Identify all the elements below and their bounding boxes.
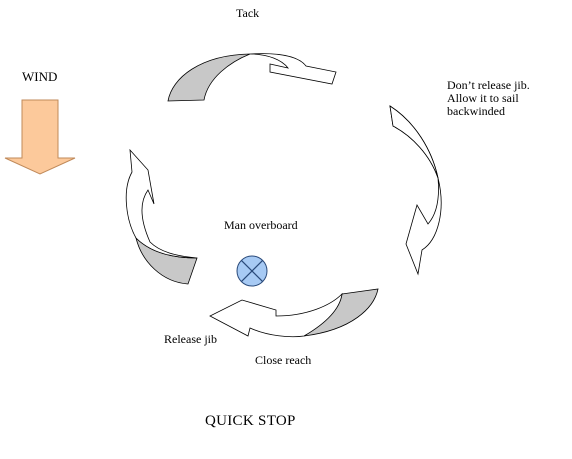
diagram-title: QUICK STOP <box>205 413 296 429</box>
tack-label: Tack <box>236 6 260 20</box>
wind-arrow <box>4 99 76 175</box>
backwinded-arrow <box>389 105 442 276</box>
man-overboard-marker <box>236 255 268 287</box>
close-reach-arrow-body <box>209 292 343 338</box>
close-reach-label: Close reach <box>255 353 312 367</box>
wind-label: WIND <box>22 69 58 84</box>
backwinded-arrow-body <box>389 105 442 276</box>
release-jib-arrow <box>125 148 198 285</box>
tack-arrow-shadow <box>167 53 251 102</box>
close-reach-arrow <box>209 288 379 338</box>
man-overboard-cross-b <box>240 259 264 283</box>
dont-release-jib-label: Don’t release jib. Allow it to sail back… <box>447 79 557 118</box>
dont-release-jib-line-3: backwinded <box>447 104 505 118</box>
release-jib-label: Release jib <box>164 332 217 346</box>
man-overboard-label: Man overboard <box>224 218 298 232</box>
release-jib-arrow-body <box>125 148 198 259</box>
dont-release-jib-line-2: Allow it to sail <box>447 91 519 105</box>
tack-arrow <box>167 53 337 102</box>
tack-arrow-body <box>249 53 337 85</box>
dont-release-jib-line-1: Don’t release jib. <box>447 78 530 92</box>
